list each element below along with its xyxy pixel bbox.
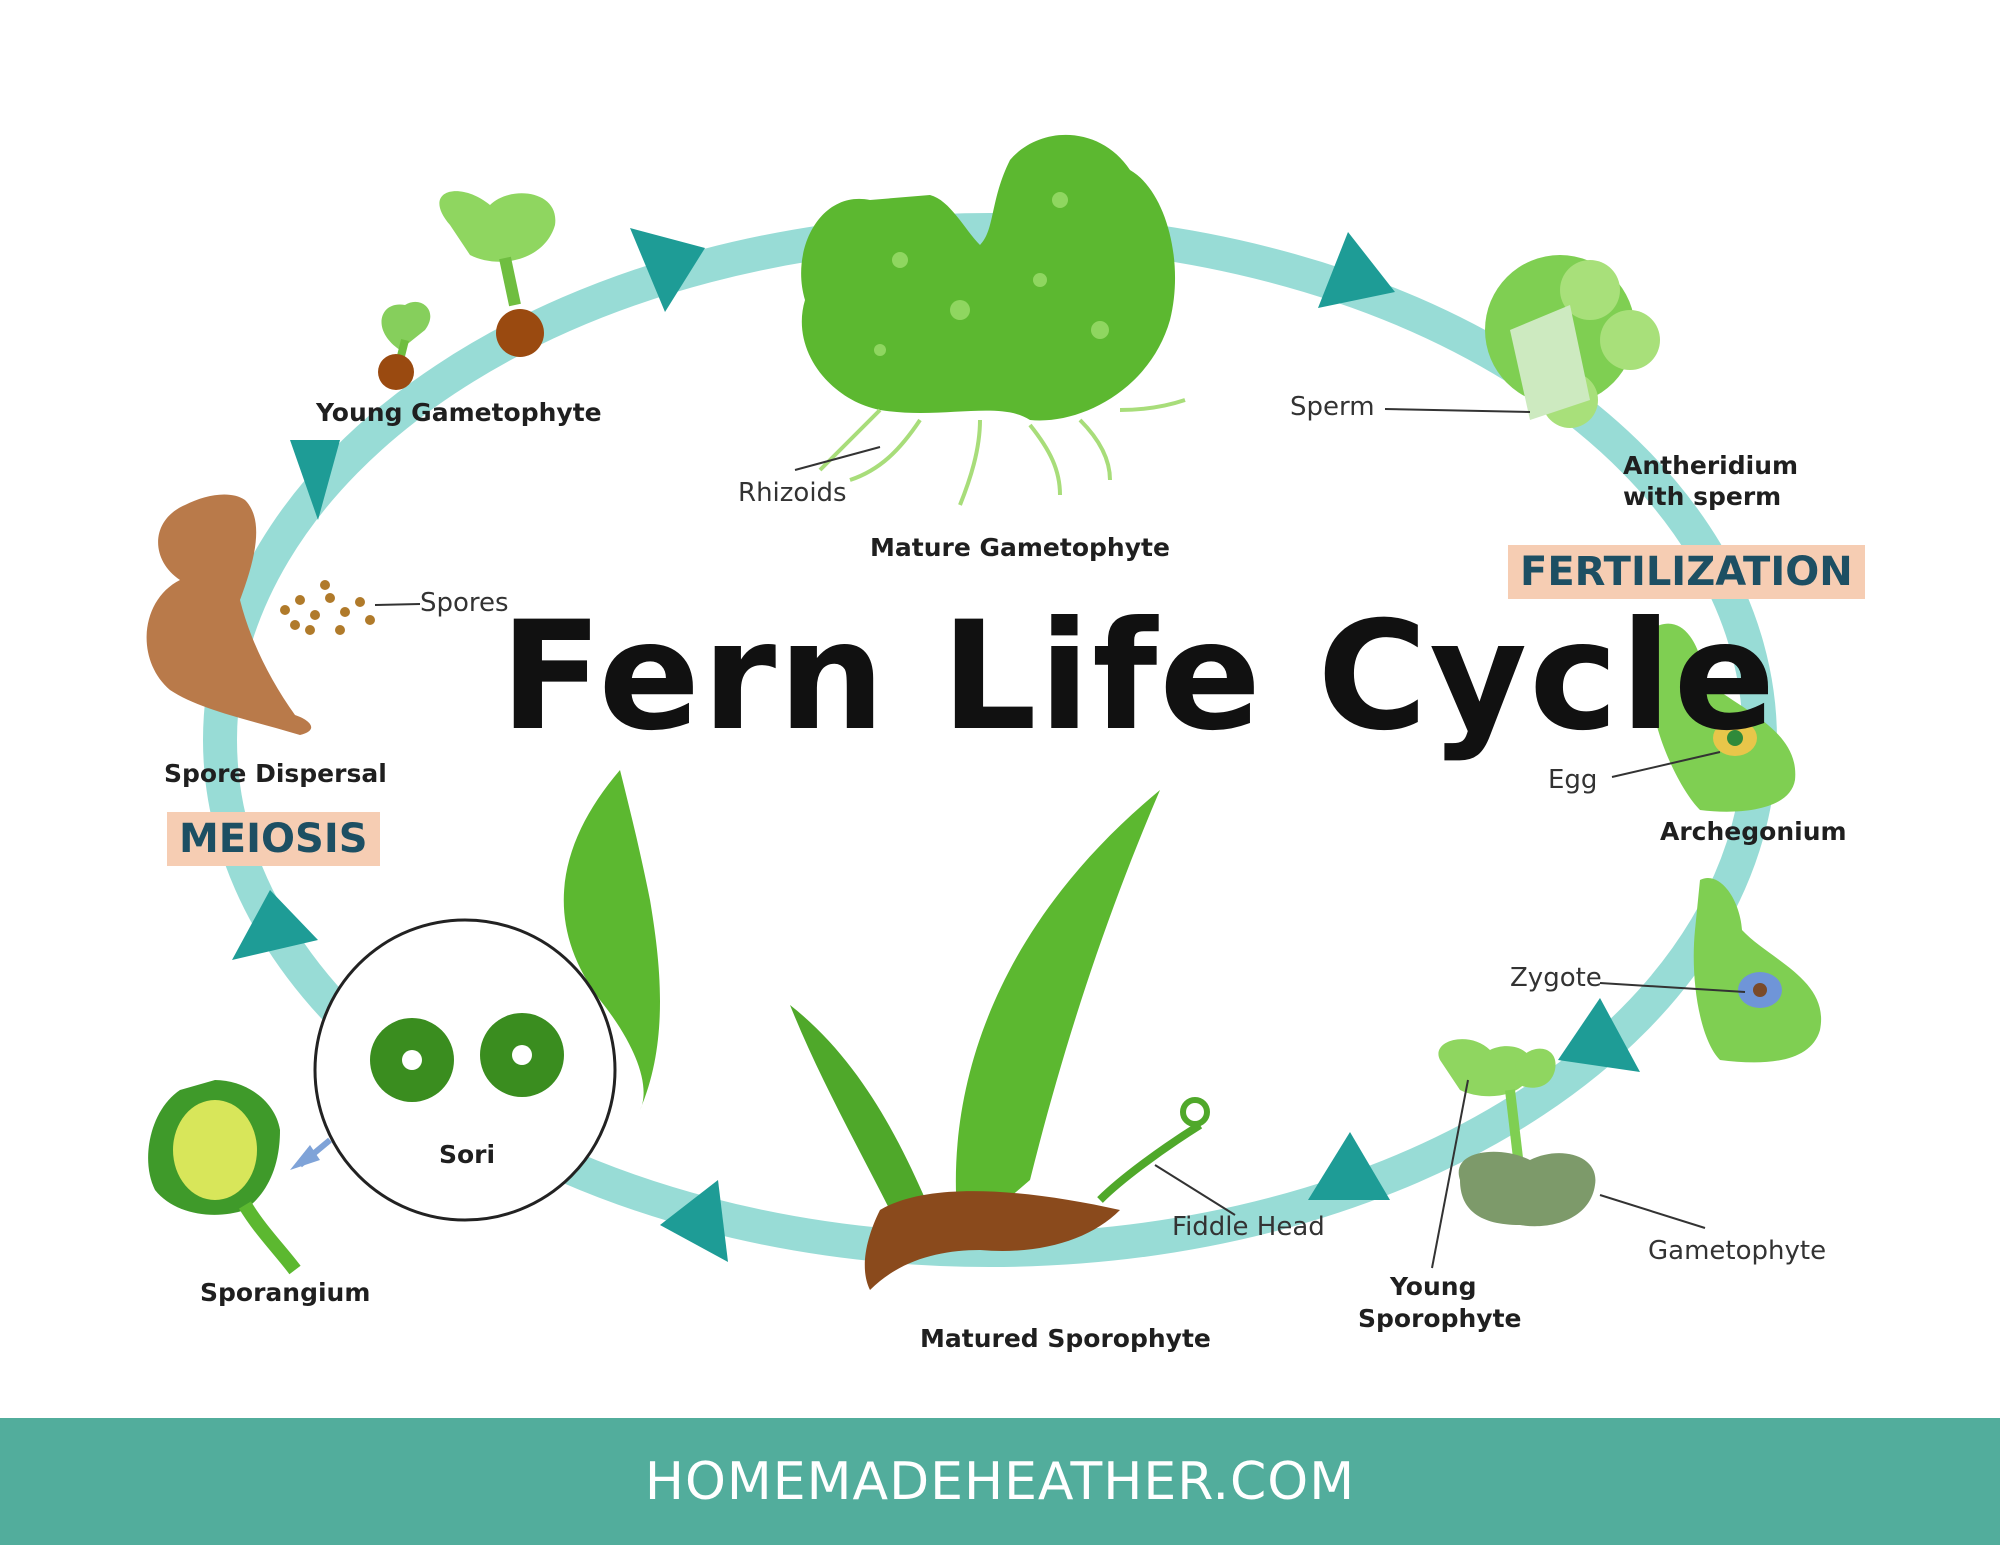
young-gametophyte-illustration (378, 191, 556, 390)
label-young-gametophyte: Young Gametophyte (316, 398, 602, 427)
label-fiddle-head: Fiddle Head (1172, 1212, 1325, 1242)
matured-sporophyte-illustration (563, 770, 1236, 1290)
zygote-illustration (1599, 878, 1822, 1063)
stage-tag-meiosis: MEIOSIS (167, 812, 380, 866)
label-young-sporophyte-2: Sporophyte (1358, 1304, 1522, 1333)
label-matured-sporophyte: Matured Sporophyte (920, 1324, 1211, 1353)
label-antheridium-2: with sperm (1623, 482, 1782, 511)
label-egg: Egg (1548, 765, 1598, 795)
label-archegonium: Archegonium (1660, 817, 1847, 846)
cycle-arrow (660, 1180, 728, 1262)
cycle-arrow (1318, 232, 1395, 308)
footer-bar: HOMEMADEHEATHER.COM (0, 1418, 2000, 1545)
young-sporophyte-illustration (1431, 1039, 1706, 1269)
stage-tag-fertilization: FERTILIZATION (1508, 545, 1865, 599)
label-antheridium-1: Antheridium (1623, 451, 1799, 480)
cycle-arrow (1308, 1132, 1390, 1200)
label-sori: Sori (439, 1140, 496, 1169)
antheridium-illustration (1384, 255, 1660, 428)
cycle-arrow (290, 440, 340, 520)
diagram-title: Fern Life Cycle (500, 590, 1778, 764)
label-young-sporophyte-1: Young (1390, 1272, 1477, 1301)
label-rhizoids: Rhizoids (738, 478, 847, 508)
footer-website: HOMEMADEHEATHER.COM (644, 1451, 1356, 1512)
cycle-arrow (1558, 998, 1640, 1072)
cycle-arrow (630, 228, 705, 312)
archegonium-illustration (1611, 623, 1796, 812)
label-sporangium: Sporangium (200, 1278, 371, 1307)
label-zygote: Zygote (1510, 963, 1602, 993)
sori-illustration (290, 918, 617, 1222)
label-mature-gametophyte: Mature Gametophyte (870, 533, 1170, 562)
sporangium-illustration (148, 1080, 301, 1275)
spore-dispersal-illustration (146, 494, 421, 735)
cycle-arrow (232, 890, 318, 960)
label-spore-dispersal: Spore Dispersal (164, 759, 387, 788)
label-sperm: Sperm (1290, 392, 1375, 422)
label-spores: Spores (420, 588, 509, 618)
mature-gametophyte-illustration (794, 134, 1186, 506)
label-gametophyte: Gametophyte (1648, 1236, 1827, 1266)
